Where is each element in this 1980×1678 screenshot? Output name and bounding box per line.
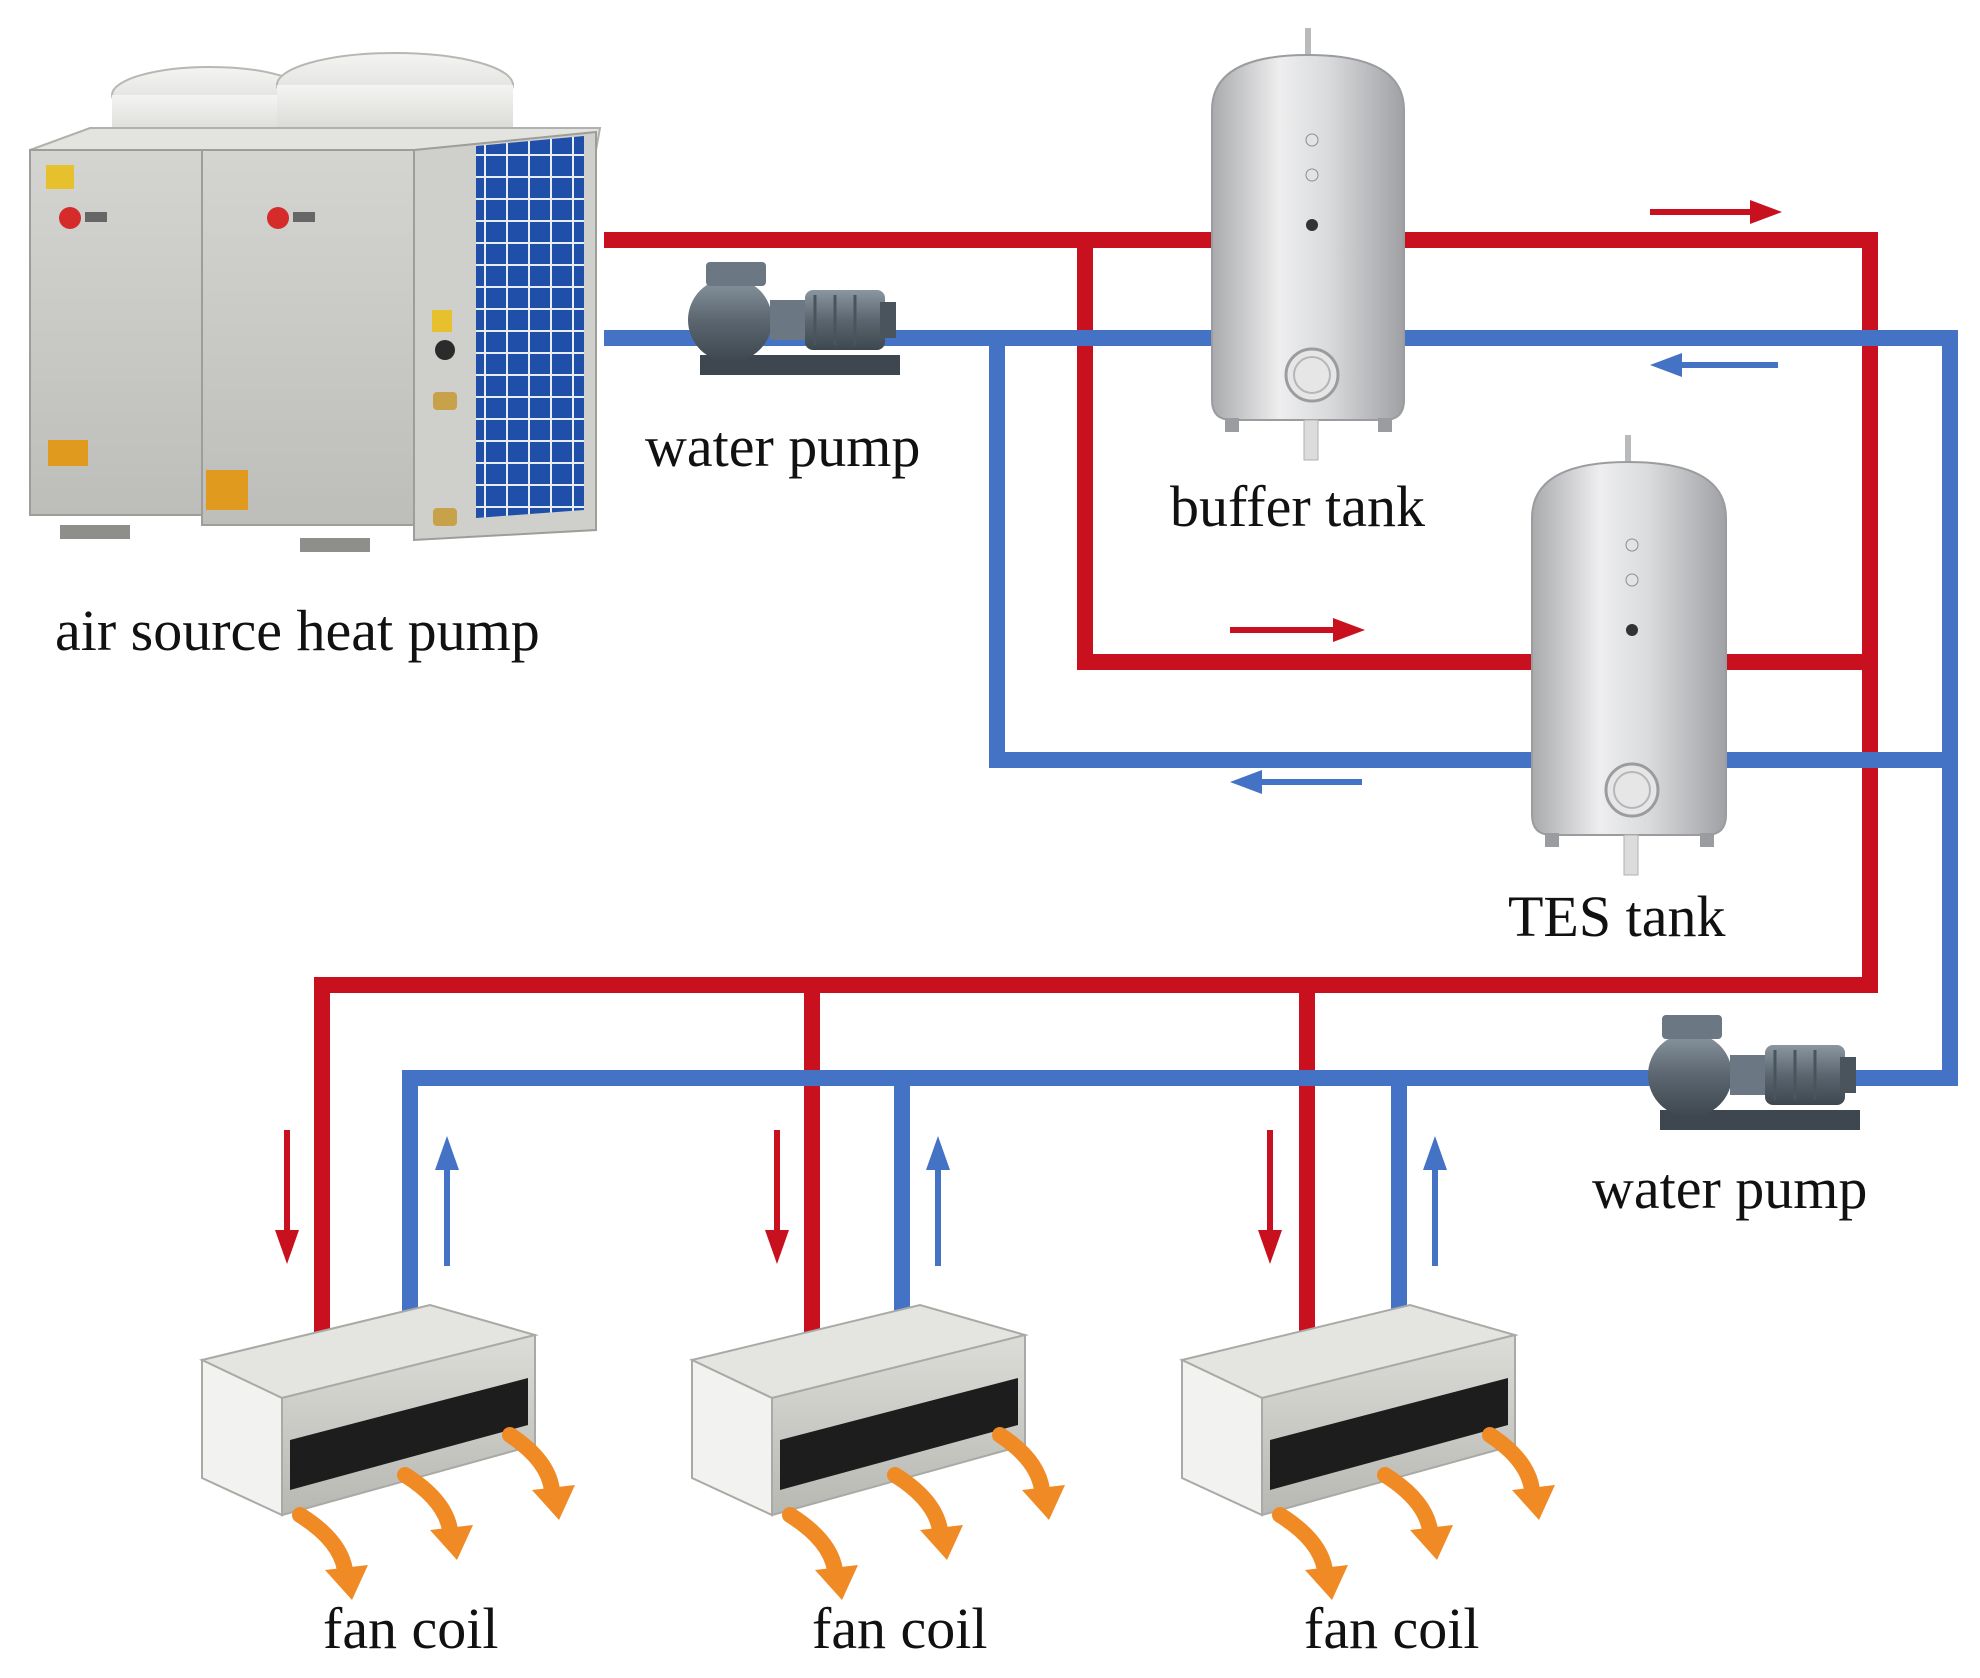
arrow-left-blue-top	[1650, 353, 1778, 377]
water-pump-top-label: water pump	[645, 414, 921, 479]
arrow-left-blue-mid	[1230, 770, 1362, 794]
air-arrow	[292, 1507, 368, 1600]
tes-tank-icon	[1531, 435, 1727, 876]
arrow-right-red-top	[1650, 200, 1782, 224]
supply-branch-tes	[1077, 232, 1878, 670]
heat-pump-icon	[29, 52, 602, 552]
arrow-up-blue-2	[926, 1136, 950, 1266]
air-arrow	[502, 1427, 575, 1520]
fan-coil-2-icon	[689, 1303, 1029, 1517]
air-arrow	[782, 1507, 858, 1600]
buffer-tank-icon	[1211, 28, 1405, 461]
arrow-down-red-3	[1258, 1130, 1282, 1264]
air-arrow	[992, 1427, 1065, 1520]
return-branch-tes	[989, 330, 1958, 768]
tes-tank-label: TES tank	[1508, 884, 1726, 949]
air-arrow	[397, 1467, 473, 1560]
supply-main-top	[604, 232, 1878, 993]
arrow-down-red-2	[765, 1130, 789, 1264]
heat-pump-label: air source heat pump	[55, 598, 540, 663]
water-pump-bottom-icon	[1648, 1015, 1860, 1130]
return-header	[402, 1070, 1688, 1343]
arrow-up-blue-3	[1423, 1136, 1447, 1266]
air-arrow	[887, 1467, 963, 1560]
fan-coil-1-label: fan coil	[323, 1596, 499, 1661]
fan-coil-3-icon	[1179, 1303, 1519, 1517]
water-pump-bottom-label: water pump	[1592, 1156, 1868, 1221]
arrow-right-red-mid	[1230, 618, 1365, 642]
buffer-tank-label: buffer tank	[1170, 474, 1425, 539]
air-arrow	[1482, 1427, 1555, 1520]
supply-header	[314, 977, 1878, 1348]
air-flow-arrows	[292, 1427, 1555, 1600]
fan-coil-3-label: fan coil	[1304, 1596, 1480, 1661]
arrow-down-red-1	[275, 1130, 299, 1264]
air-arrow	[1377, 1467, 1453, 1560]
fan-coil-2-label: fan coil	[812, 1596, 988, 1661]
flow-arrows	[275, 200, 1782, 1266]
arrow-up-blue-1	[435, 1136, 459, 1266]
fan-coil-1-icon	[199, 1303, 539, 1517]
air-arrow	[1272, 1507, 1348, 1600]
water-pump-top-icon	[688, 262, 900, 375]
